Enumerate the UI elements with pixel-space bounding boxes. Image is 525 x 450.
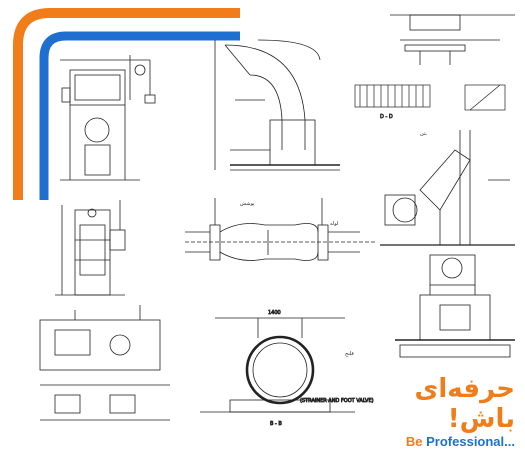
note-pipe: لوله (330, 221, 339, 227)
drawing-flex-connector (185, 198, 375, 261)
drawing-grille-section: D - D (354, 84, 506, 120)
drawing-tank-assembly (60, 55, 156, 181)
brand-logo: حرفه‌ای باش! Be Professional... (397, 374, 515, 449)
orange-stripe (13, 8, 240, 200)
note-flange: فلنج (345, 351, 354, 357)
brand-tagline: Be Professional... (397, 434, 515, 450)
note-concrete: بتن (420, 131, 427, 137)
technical-drawings-collage: D - D (13, 8, 515, 427)
drawing-pump-piping (39, 305, 170, 421)
drawing-fan-base (395, 254, 515, 358)
label-dim-1400: 1400 (268, 310, 281, 316)
drawing-pipe-strainer: 1400 B - B (STRAINER AND FOOT VALVE) (200, 310, 374, 427)
label-section-b: B - B (270, 421, 282, 427)
tagline-be: Be (405, 434, 427, 449)
drawing-roof-detail (390, 14, 515, 65)
label-strainer: (STRAINER AND FOOT VALVE) (300, 398, 374, 404)
blue-stripe (39, 31, 240, 200)
drawing-exhaust-stack (380, 130, 515, 246)
tagline-professional: Professional... (426, 434, 515, 449)
annotations: پوشش لوله فلنج بتن (240, 131, 427, 357)
drawing-elbow-duct (214, 39, 340, 171)
brand-logo-text: حرفه‌ای باش! (414, 374, 515, 434)
label-section-d: D - D (380, 114, 393, 120)
note-coating: پوشش (240, 201, 255, 207)
drawing-boiler (55, 200, 126, 296)
corner-stripes (13, 8, 240, 200)
